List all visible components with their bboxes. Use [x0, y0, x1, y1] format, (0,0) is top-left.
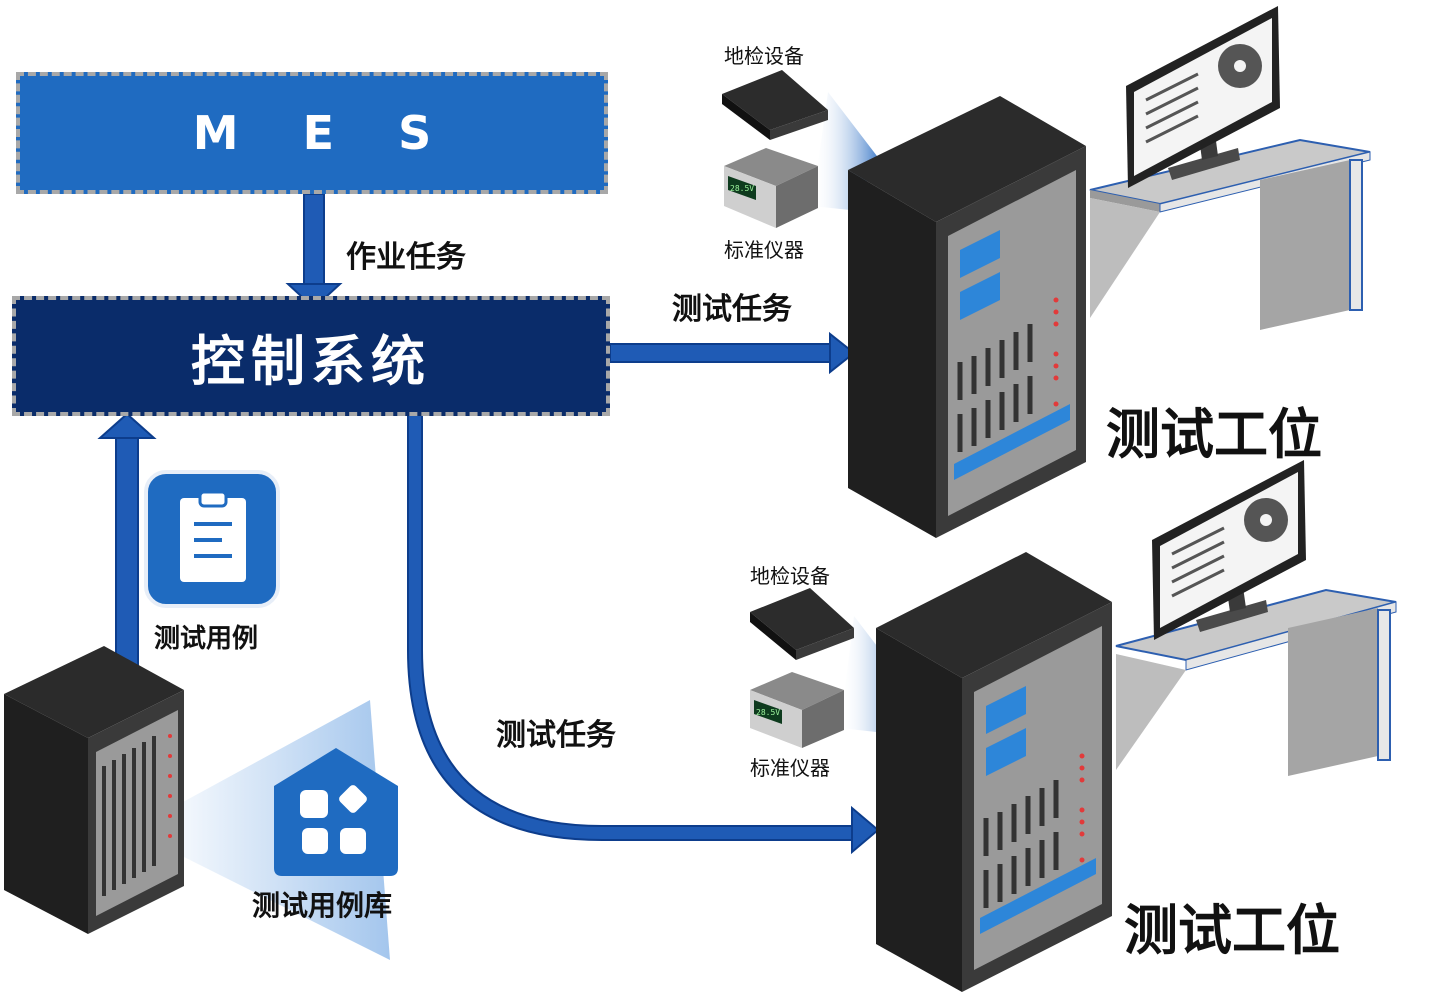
monitor-1 — [1126, 6, 1280, 188]
control-system-label: 控制系统 — [191, 329, 431, 393]
desk-2 — [1115, 588, 1397, 776]
station-2: 28.5V — [750, 460, 1397, 992]
standard-instrument-2: 28.5V — [750, 672, 844, 748]
library-house-icon — [274, 748, 398, 876]
rack-2-screens — [986, 686, 1026, 776]
clipboard-icon — [144, 470, 280, 608]
test-case-library-label: 测试用例库 — [252, 889, 393, 922]
desk-1 — [1089, 138, 1371, 330]
ground-equipment-2 — [750, 588, 854, 660]
server-rack-2 — [876, 552, 1112, 992]
station-1: 28.5V — [722, 6, 1371, 538]
standard-instrument-1: 28.5V — [724, 148, 818, 228]
station-title-1: 测试工位 — [1106, 403, 1322, 466]
arrow-control-to-station-2 — [407, 413, 880, 855]
standard-instrument-label-2: 标准仪器 — [750, 756, 830, 780]
library-rack-leds — [168, 734, 172, 838]
test-task-label-1: 测试任务 — [672, 292, 792, 327]
rack-1-screens — [960, 230, 1000, 320]
library-rack-bays — [102, 736, 156, 896]
monitor-2 — [1152, 460, 1306, 640]
arrow-mes-to-control — [285, 193, 343, 310]
rack-2-bays — [983, 780, 1059, 908]
control-system-box: 控制系统 — [12, 296, 610, 416]
arrow-control-to-station-1 — [609, 331, 856, 375]
rack-1-bays — [957, 324, 1033, 452]
mes-label: M E S — [192, 106, 432, 160]
server-rack-1 — [848, 96, 1086, 538]
job-task-label: 作业任务 — [346, 240, 466, 275]
standard-instrument-label-1: 标准仪器 — [724, 238, 804, 262]
meter-reading-1: 28.5V — [730, 184, 754, 193]
meter-reading-2: 28.5V — [756, 708, 780, 717]
ground-equipment-1 — [722, 70, 828, 140]
ground-equipment-label-1: 地检设备 — [724, 44, 804, 68]
station-title-2: 测试工位 — [1124, 899, 1340, 962]
test-case-label: 测试用例 — [154, 624, 259, 654]
ground-equipment-label-2: 地检设备 — [750, 564, 830, 588]
mes-box: M E S — [16, 72, 608, 194]
test-task-label-2: 测试任务 — [496, 718, 616, 753]
